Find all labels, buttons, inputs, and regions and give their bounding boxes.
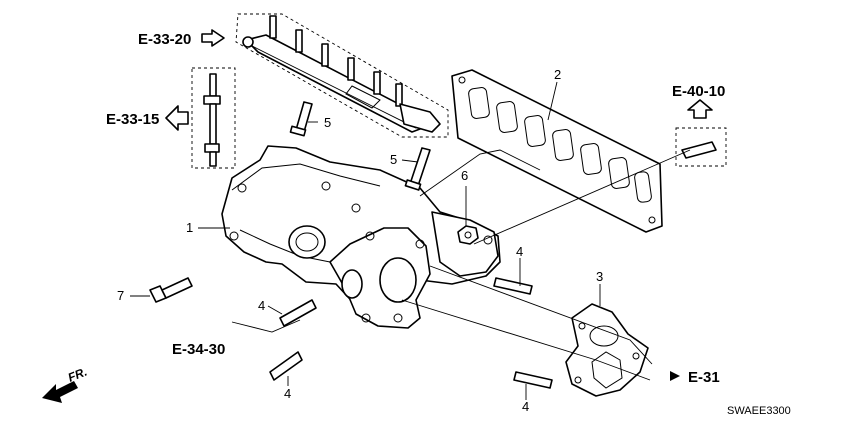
callout-1: 1: [186, 220, 193, 235]
ref-e40-10-label[interactable]: E-40-10: [672, 83, 725, 100]
fuel-rail-assembly: [235, 13, 449, 138]
front-arrow-icon: [42, 381, 78, 403]
ref-e33-20-pointer[interactable]: E-33-20: [138, 29, 225, 48]
throttle-gasket-3: [565, 303, 649, 397]
ref-e31-label[interactable]: E-31: [688, 369, 720, 386]
front-direction-indicator: FR.: [42, 365, 89, 403]
stud-4-right-lower: [513, 371, 553, 389]
ref-e33-15-pointer[interactable]: E-33-15: [106, 105, 189, 131]
callout-5-lower: 5: [390, 152, 397, 167]
front-label: FR.: [66, 365, 89, 385]
callout-4-left-lower: 4: [284, 386, 291, 401]
bolt-7: [149, 277, 193, 303]
leader-lines: [130, 81, 691, 400]
intake-manifold-gasket: [451, 69, 663, 233]
stud-5-upper: [289, 101, 313, 137]
sensor-stud: [675, 127, 727, 167]
intake-manifold: [221, 145, 501, 329]
stud-4-left-upper: [279, 299, 317, 327]
ref-e33-15-label[interactable]: E-33-15: [106, 111, 159, 128]
callout-5-upper: 5: [324, 115, 331, 130]
callout-7: 7: [117, 288, 124, 303]
ref-e40-10-pointer[interactable]: E-40-10: [672, 83, 725, 119]
ref-e31-pointer[interactable]: E-31: [670, 369, 720, 386]
ref-e33-20-label[interactable]: E-33-20: [138, 31, 191, 48]
callout-3: 3: [596, 269, 603, 284]
stud-5-lower: [404, 147, 431, 191]
callout-4-right-lower: 4: [522, 399, 529, 414]
callout-4-left-upper: 4: [258, 298, 265, 313]
callout-4-right-upper: 4: [516, 244, 523, 259]
diagram-code: SWAEE3300: [727, 405, 791, 417]
callout-6: 6: [461, 168, 468, 183]
ref-e34-30-label[interactable]: E-34-30: [172, 341, 225, 358]
stud-4-left-lower: [269, 351, 303, 381]
callout-2: 2: [554, 67, 561, 82]
stud-bolt-assembly: [191, 67, 236, 169]
